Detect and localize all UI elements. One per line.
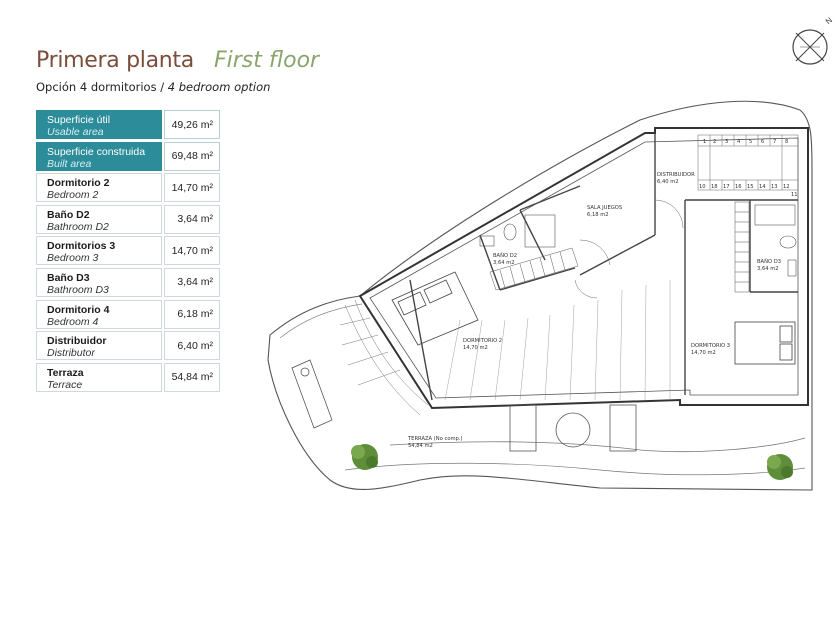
area-label-es: Dormitorio 2 [47,177,110,190]
stair-number: 11 [791,192,798,198]
area-label-en: Bedroom 2 [47,189,99,202]
stair-number: 4 [737,139,741,145]
plant-icon [767,454,793,480]
page-subtitle: Opción 4 dormitorios / 4 bedroom option [36,80,270,94]
page-title-en: First floor [214,48,320,73]
room-area-sala-juegos: 6,18 m2 [587,212,609,218]
area-label-en: Bedroom 4 [47,315,99,328]
area-label-es: Baño D3 [47,271,90,284]
room-label-terraza: TERRAZA (No comp.) [407,436,463,442]
wardrobe [734,201,750,293]
area-label-es: Dormitorios 3 [47,240,116,253]
page-title-es: Primera planta [36,48,194,73]
area-value: 14,70 m² [164,236,220,266]
area-label-es: Superficie construida [47,145,146,158]
outdoor-furniture [509,404,637,452]
area-label-en: Bedroom 3 [47,252,99,265]
stair-number: 3 [725,139,728,145]
stair-number: 7 [773,139,776,145]
subtitle-en: 4 bedroom option [167,80,271,94]
bed-icon [391,271,479,346]
room-area-bano-d3: 3,64 m2 [757,266,779,272]
area-label-es: Superficie útil [47,114,111,126]
internal-walls [409,133,798,401]
terrace-slats [444,280,671,401]
room-area-dormitorio-2: 14,70 m2 [463,345,488,351]
room-label-distribuidor: DISTRIBUIDOR [657,172,695,178]
terrace-edge-line [389,437,806,453]
stair-number: 2 [713,139,716,145]
compass-north-label: N [824,15,834,26]
building-outline [358,127,809,410]
area-label-en: Built area [47,157,92,170]
sunbed-icon [291,359,333,429]
room-label-dormitorio-3: DORMITORIO 3 [691,343,730,349]
area-value: 3,64 m² [164,267,220,297]
room-area-dormitorio-3: 14,70 m2 [691,350,716,356]
wardrobe [489,247,579,291]
area-label-es: Baño D2 [47,208,90,221]
terrace-edge-line [344,462,806,476]
area-value: 6,40 m² [164,331,220,361]
room-label-bano-d2: BAÑO D2 [493,252,517,259]
terrace-outline [267,100,813,491]
area-label-en: Usable area [47,126,104,138]
plant-icon [351,444,378,470]
area-label-en: Terrace [47,378,83,391]
building-inner-wall [369,137,799,399]
stair-numbers: 1 2 3 4 5 6 7 8 10 18 17 16 15 14 13 12 … [699,139,798,198]
room-label-dormitorio-2: DORMITORIO 2 [463,338,502,344]
stair-number: 12 [783,184,790,190]
room-area-terraza: 54,84 m2 [408,443,433,449]
staircase [697,134,799,191]
terrace-inner-edge [279,303,363,339]
compass-icon [792,29,828,65]
stair-number: 17 [723,184,730,190]
terrace-curves [339,299,429,416]
room-area-distribuidor: 6,40 m2 [657,179,679,185]
stair-number: 14 [759,184,766,190]
area-value: 54,84 m² [164,362,220,392]
stair-number: 13 [771,184,778,190]
bathroom-fixtures [479,204,797,277]
area-label-es: Terraza [47,366,84,379]
area-label-es: Distribuidor [47,335,107,348]
room-area-bano-d2: 3,64 m2 [493,260,515,266]
area-label-en: Bathroom D2 [47,220,109,233]
subtitle-es: Opción 4 dormitorios / [36,80,165,94]
area-value: 6,18 m² [164,299,220,329]
stair-number: 16 [735,184,742,190]
stair-number: 18 [711,184,718,190]
bed-icon [734,321,796,365]
area-value: 49,26 m² [164,110,220,139]
area-value: 69,48 m² [164,141,220,171]
room-label-bano-d3: BAÑO D3 [757,258,781,265]
stair-number: 1 [703,139,706,145]
stair-number: 15 [747,184,754,190]
stair-number: 10 [699,184,706,190]
room-label-sala-juegos: SALA JUEGOS [587,205,622,211]
area-label-en: Distributor [47,347,95,360]
door-swing [574,199,684,299]
area-value: 3,64 m² [164,204,220,234]
stair-number: 5 [749,139,752,145]
stair-number: 8 [785,139,788,145]
area-value: 14,70 m² [164,173,220,203]
stair-number: 6 [761,139,764,145]
area-label-es: Dormitorio 4 [47,303,110,316]
area-label-en: Bathroom D3 [47,283,109,296]
